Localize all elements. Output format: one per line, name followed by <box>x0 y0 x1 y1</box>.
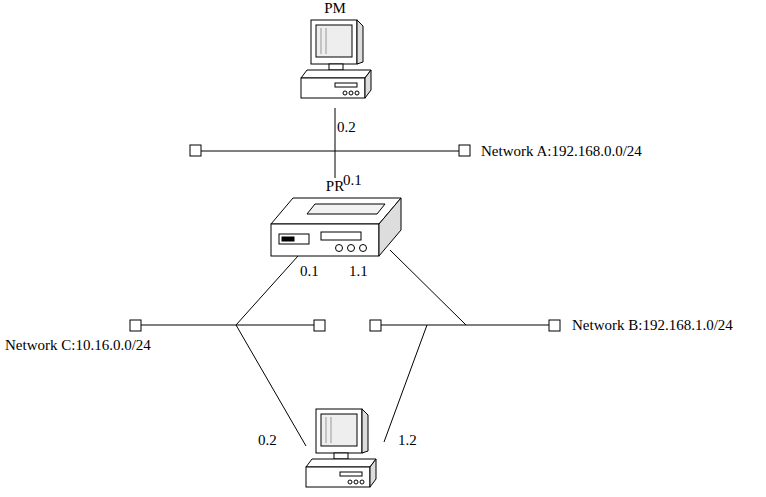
router-node: PR <box>265 178 405 260</box>
node-label: PR <box>265 178 405 194</box>
router-icon <box>265 194 405 260</box>
interface-address: 1.2 <box>398 432 417 448</box>
computer-node: PM <box>295 0 375 108</box>
interface-address: 1.1 <box>349 263 368 279</box>
interface-address: 0.2 <box>337 119 356 135</box>
link-wires <box>236 250 466 446</box>
network-a-line <box>190 145 470 156</box>
network-b-line <box>370 320 560 331</box>
host-computer <box>306 409 376 487</box>
network-c-line <box>130 320 325 331</box>
interface-address: 0.2 <box>258 432 277 448</box>
computer-icon <box>295 16 375 108</box>
network-label: Network C:10.16.0.0/24 <box>5 337 151 353</box>
interface-address: 0.1 <box>300 263 319 279</box>
interface-address: 0.1 <box>343 172 362 188</box>
network-label: Network B:192.168.1.0/24 <box>572 317 733 333</box>
network-label: Network A:192.168.0.0/24 <box>481 143 642 159</box>
node-label: PM <box>295 0 375 16</box>
link-line <box>335 108 336 178</box>
